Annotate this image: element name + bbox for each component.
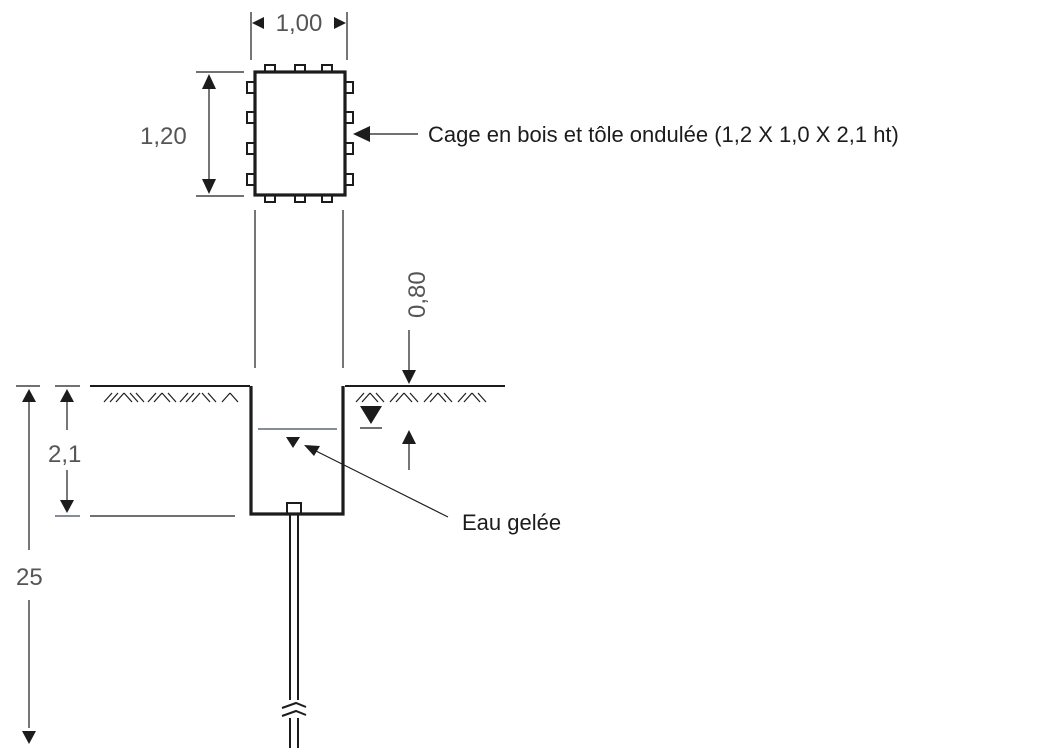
projection-lines <box>254 210 344 368</box>
cage-width-dimension: 1,00 <box>250 10 348 60</box>
water-depth-label: 0,80 <box>404 271 431 318</box>
cage-label: Cage en bois et tôle ondulée (1,2 X 1,0 … <box>428 122 899 147</box>
cage-depth-label: 1,20 <box>140 123 187 150</box>
cage-callout: Cage en bois et tôle ondulée (1,2 X 1,0 … <box>353 122 899 147</box>
cage-depth-dimension: 1,20 <box>140 71 244 197</box>
well-casing <box>281 502 307 748</box>
cage-width-label: 1,00 <box>276 10 323 37</box>
water-level-marker <box>286 437 300 448</box>
well-depth-label: 25 <box>16 564 43 591</box>
frozen-water-callout: Eau gelée <box>304 445 561 535</box>
well-depth-dimension: 25 <box>16 385 43 744</box>
cage-plan-view <box>246 64 354 203</box>
pit-depth-dimension: 2,1 <box>48 385 235 517</box>
ground-surface <box>90 385 505 403</box>
frozen-water-label: Eau gelée <box>462 510 561 535</box>
water-level-dimension: 0,80 <box>360 271 431 470</box>
pit <box>249 386 345 516</box>
pit-depth-label: 2,1 <box>48 441 81 468</box>
